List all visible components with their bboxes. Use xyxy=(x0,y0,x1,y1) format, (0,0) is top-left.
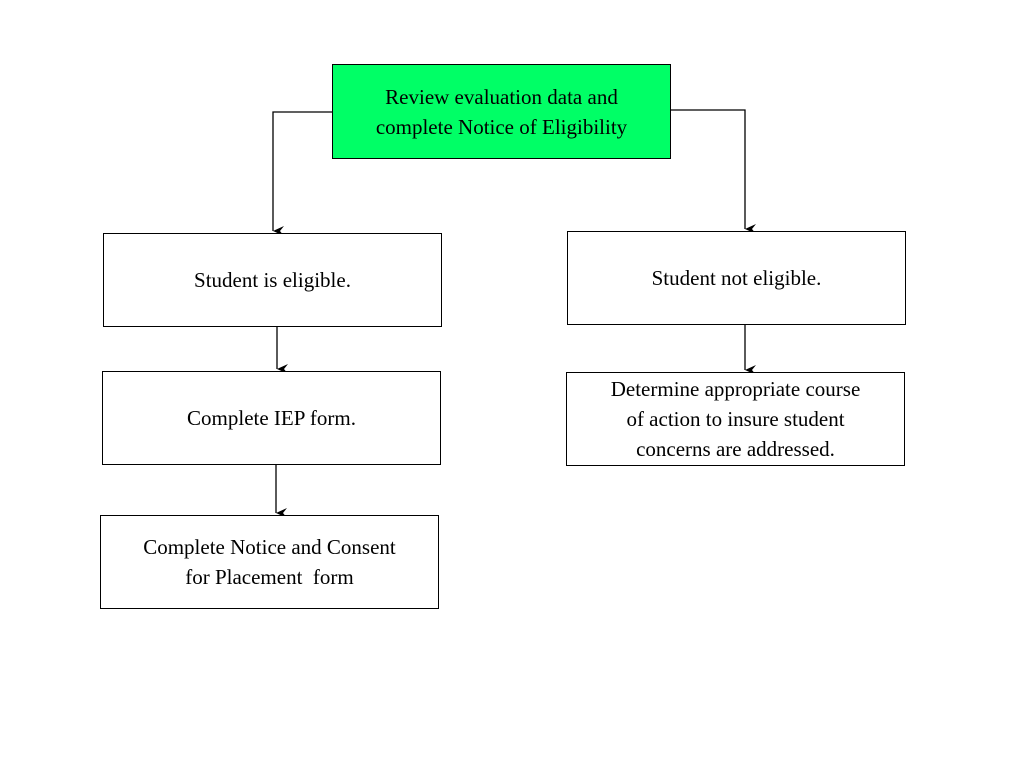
node-determine-course-line-3: concerns are addressed. xyxy=(636,437,835,461)
node-student-eligible-text: Student is eligible. xyxy=(194,268,351,292)
node-determine-course-line-1: Determine appropriate course xyxy=(610,377,861,401)
node-determine-course-text: Determine appropriate course of action t… xyxy=(611,374,861,464)
node-notice-consent-line-1: Complete Notice and Consent xyxy=(143,535,396,559)
connector-review-to-not-eligible xyxy=(671,109,756,234)
node-student-eligible: Student is eligible. xyxy=(103,233,442,327)
node-review-evaluation: Review evaluation data and complete Noti… xyxy=(332,64,671,159)
node-determine-course: Determine appropriate course of action t… xyxy=(566,372,905,466)
node-notice-consent-line-2: for Placement form xyxy=(185,565,354,589)
connector-review-to-eligible xyxy=(272,111,332,236)
node-notice-consent-text: Complete Notice and Consent for Placemen… xyxy=(143,532,396,592)
node-complete-iep-text: Complete IEP form. xyxy=(187,406,356,430)
node-determine-course-line-2: of action to insure student xyxy=(626,407,845,431)
node-student-not-eligible: Student not eligible. xyxy=(567,231,906,325)
node-student-not-eligible-text: Student not eligible. xyxy=(651,266,822,290)
node-complete-iep: Complete IEP form. xyxy=(102,371,441,465)
node-review-evaluation-line-2: complete Notice of Eligibility xyxy=(375,114,628,139)
node-review-evaluation-line-1: Review evaluation data and xyxy=(385,84,618,109)
node-notice-consent: Complete Notice and Consent for Placemen… xyxy=(100,515,439,609)
node-review-evaluation-text: Review evaluation data and complete Noti… xyxy=(376,82,627,142)
